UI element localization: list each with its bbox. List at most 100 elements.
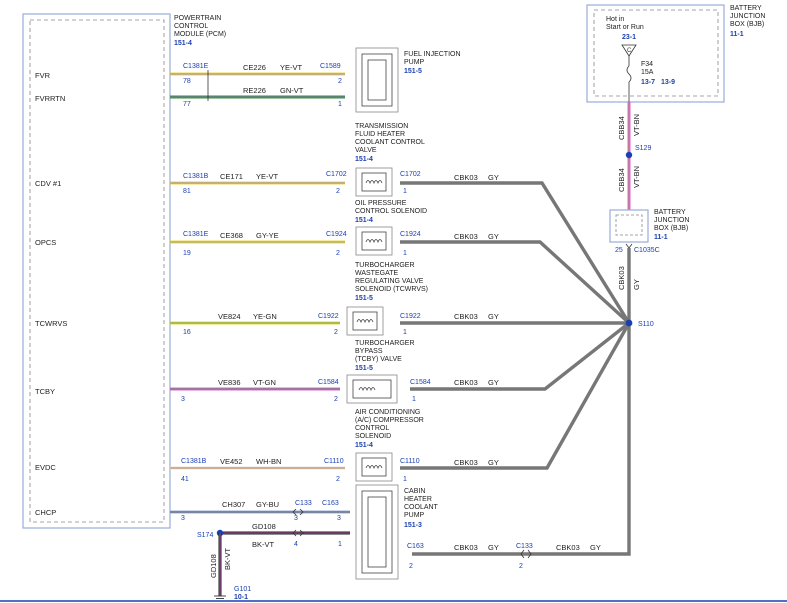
bjb-small-name-line: BOX (BJB) — [654, 225, 688, 232]
device-label: CONTROL — [355, 425, 389, 432]
evdc-circuit: VE452 — [220, 457, 243, 466]
device-label: FUEL INJECTION — [404, 51, 461, 58]
feed-wire: CBB34 VT-BN S129 CBB34 VT-BN — [617, 102, 651, 210]
pcm-pin-tcwrvs: TCWRVS — [35, 319, 67, 328]
device-ref: 151-4 — [355, 442, 373, 449]
fuse-rating: 15A — [641, 69, 654, 76]
pcm-pin-evdc: EVDC — [35, 463, 56, 472]
pcm-pin-cdv: CDV #1 — [35, 179, 61, 188]
splice-s110 — [625, 319, 633, 327]
tcby-circuit: VE836 — [218, 378, 241, 387]
chcp-pcm-pin: 3 — [181, 515, 185, 522]
splice-s110-label: S110 — [638, 321, 654, 328]
pcm-ref: 151-4 — [174, 40, 192, 47]
chcp-color: GY-BU — [256, 500, 279, 509]
tcby-pcm-pin: 3 — [181, 396, 185, 403]
wire-tcwrvs: 16 VE824 YE-GN C1922 2 C1922 1 CBK03 GY — [170, 312, 499, 336]
chcp-inline-pin: 3 — [294, 515, 298, 522]
tcby-gnd-color: GY — [488, 378, 499, 387]
device-label: HEATER — [404, 496, 432, 503]
wire-fvrrtn: 77 RE226 GN-VT 1 — [170, 86, 345, 108]
device-label: AIR CONDITIONING — [355, 409, 420, 416]
device-label: (A/C) COMPRESSOR — [355, 417, 424, 424]
opcs-pcm-pin: 19 — [183, 250, 191, 257]
pcm-pin-fvr: FVR — [35, 71, 51, 80]
tcwrvs-gnd-pin: 1 — [403, 329, 407, 336]
fuse-label: F34 — [641, 61, 653, 68]
device-ref: 151-5 — [355, 365, 373, 372]
fuse-icon — [626, 65, 632, 83]
s174-circuit: GD108 — [209, 554, 218, 578]
pcm-pin-fvrrtn: FVRRTN — [35, 94, 65, 103]
wire-evdc: C1381B 41 VE452 WH-BN C1110 2 C1110 1 CB… — [170, 457, 499, 483]
fvr-pcm-pin: 78 — [183, 78, 191, 85]
evdc-gnd-pin: 1 — [403, 476, 407, 483]
fvrrtn-pcm-pin: 77 — [183, 101, 191, 108]
tcby-dev-conn: C1584 — [318, 379, 339, 386]
opcs-pcm-conn: C1381E — [183, 231, 209, 238]
tcby-dev-pin: 2 — [334, 396, 338, 403]
device-label: OIL PRESSURE — [355, 200, 407, 207]
device-label: CONTROL SOLENOID — [355, 208, 427, 215]
evdc-color: WH-BN — [256, 457, 281, 466]
wire-fvr: C1381E 78 CE226 YE-VT C1589 2 — [170, 63, 345, 85]
opcs-color: GY-YE — [256, 231, 279, 240]
fvrrtn-circuit: RE226 — [243, 86, 266, 95]
bjb-small-out-circuit: CBK03 — [617, 266, 626, 290]
device-label: WASTEGATE — [355, 270, 399, 277]
tcwrvs-dev-conn: C1922 — [318, 313, 339, 320]
fvr-dev-pin: 2 — [338, 78, 342, 85]
opcs-gnd-circuit: CBK03 — [454, 232, 478, 241]
evdc-dev-pin: 2 — [336, 476, 340, 483]
cdv-gnd-conn: C1702 — [400, 171, 421, 178]
fvr-pcm-conn: C1381E — [183, 63, 209, 70]
device-label: (TCBY) VALVE — [355, 356, 402, 363]
device-label: BYPASS — [355, 348, 383, 355]
splice-s129-label: S129 — [635, 145, 651, 152]
power-source-letter: C — [627, 48, 632, 54]
device-cabin-heater-coolant-pump: CABIN HEATER COOLANT PUMP 151-3 — [355, 484, 439, 580]
device-turbocharger-bypass-valve: TURBOCHARGER BYPASS (TCBY) VALVE 151-5 — [346, 340, 415, 404]
ground-ref: 10-1 — [234, 594, 248, 601]
fuse-ref-b: 13-9 — [661, 79, 675, 86]
feed-color: VT-BN — [632, 114, 641, 136]
device-oil-pressure-control-solenoid: OIL PRESSURE CONTROL SOLENOID 151-4 — [355, 200, 427, 256]
ground-bus — [400, 181, 631, 556]
pcm-pin-chcp: CHCP — [35, 508, 56, 517]
chcp-inline-conn: C133 — [295, 500, 312, 507]
cdv-dev-pin: 2 — [336, 188, 340, 195]
pump-gnd-color: GY — [488, 543, 499, 552]
device-label: FLUID HEATER — [355, 131, 405, 138]
fuse-ref-a: 13-7 — [641, 79, 655, 86]
bjb-hot-line: Start or Run — [606, 24, 644, 31]
bjb-name-line: BOX (BJB) — [730, 21, 764, 28]
bjb-top: BATTERY JUNCTION BOX (BJB) 11-1 Hot in S… — [586, 4, 765, 103]
tcwrvs-color: YE-GN — [253, 312, 277, 321]
evdc-gnd-conn: C1110 — [400, 458, 420, 465]
wire-gd108: GD108 BK-VT 4 1 S174 GD108 BK-VT G101 10… — [197, 522, 350, 602]
opcs-gnd-conn: C1924 — [400, 231, 421, 238]
pump-gnd-color-2: GY — [590, 543, 601, 552]
bjb-name-line: BATTERY — [730, 5, 762, 12]
device-label: VALVE — [355, 147, 377, 154]
device-label: TURBOCHARGER — [355, 340, 415, 347]
evdc-dev-conn: C1110 — [324, 458, 344, 465]
gd108-color: BK-VT — [252, 540, 275, 549]
cdv-gnd-pin: 1 — [403, 188, 407, 195]
device-label: TRANSMISSION — [355, 123, 408, 130]
pump-gnd-conn: C163 — [407, 543, 424, 550]
pcm-pin-tcby: TCBY — [35, 387, 55, 396]
opcs-circuit: CE368 — [220, 231, 243, 240]
cdv-circuit: CE171 — [220, 172, 243, 181]
tcby-color: VT-GN — [253, 378, 276, 387]
ground-g101: G101 — [234, 586, 251, 593]
cdv-gnd-circuit: CBK03 — [454, 173, 478, 182]
pcm-pin-opcs: OPCS — [35, 238, 56, 247]
cdv-gnd-color: GY — [488, 173, 499, 182]
pcm-name-line: MODULE (PCM) — [174, 31, 226, 38]
evdc-gnd-color: GY — [488, 458, 499, 467]
tcby-gnd-conn: C1584 — [410, 379, 431, 386]
bjb-small-ref: 11-1 — [654, 234, 668, 241]
tcwrvs-gnd-circuit: CBK03 — [454, 312, 478, 321]
